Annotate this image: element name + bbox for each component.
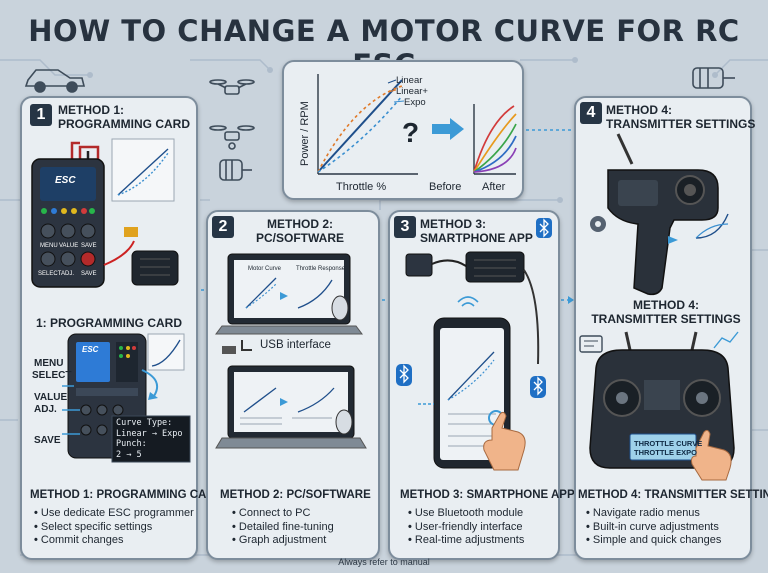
usb-interface-label: USB interface (260, 339, 331, 351)
svg-text:MENU: MENU (40, 243, 58, 249)
after-curves (473, 105, 517, 173)
gear-icon (590, 216, 606, 232)
curve-type-text: Curve Type: Linear → Expo Punch: 2 → 5 (116, 418, 183, 460)
linear-plus-curve (317, 85, 403, 173)
method3-heading: METHOD 3:SMARTPHONE APP (420, 217, 533, 245)
curve-type-screen (111, 415, 191, 463)
method1-heading: METHOD 1:PROGRAMMING CARD (58, 103, 190, 131)
pointing-hand-icon (483, 411, 526, 471)
legend-linear: Linear (396, 75, 422, 86)
adj-button (60, 251, 76, 267)
svg-text:SELECT: SELECT (38, 271, 62, 277)
bluetooth-module (405, 253, 433, 277)
card-mini-chart (111, 138, 175, 202)
method1-card-illustration: ESC MENU VALUE SAVE SELECT ADJ. SAVE (31, 138, 179, 288)
bluetooth-icon-right (530, 376, 546, 398)
method2-laptop-illustration: Motor Curve Throttle Response (215, 253, 367, 449)
method4-caption: METHOD 4: TRANSMITTER SETTINGS (578, 489, 768, 501)
chart-ylabel: Power / RPM (299, 101, 311, 166)
card-label: ESC (55, 175, 76, 186)
save-button-red (80, 251, 96, 267)
after-label: After (482, 181, 506, 193)
esc-module (131, 250, 179, 286)
method1-card-closeup: ESC (62, 333, 191, 463)
save-button (80, 223, 96, 239)
screen-title-throttle-response: Throttle Response (296, 266, 346, 272)
mouse-icon-2 (335, 409, 353, 435)
svg-text:SAVE: SAVE (81, 271, 97, 277)
before-label: Before (429, 181, 461, 193)
svg-text:ESC: ESC (82, 345, 99, 354)
footer-note: Always refer to manual (338, 557, 430, 567)
method4-pistol-transmitter (590, 133, 729, 296)
method2-caption: METHOD 2: PC/SOFTWARE (220, 489, 371, 501)
bluetooth-icon-top (536, 218, 552, 238)
method1-subtitle: 1: PROGRAMMING CARD (36, 316, 182, 330)
bluetooth-icon-left (396, 364, 412, 386)
screen-title-motor-curve: Motor Curve (248, 266, 282, 272)
motor-curve-chart-panel: Power / RPM Throttle % Linear Linear+ Ex… (282, 60, 524, 200)
drone-icon (209, 79, 255, 150)
pointing-hand-icon-2 (691, 429, 732, 481)
select-button (40, 251, 56, 267)
method1-bullets: Use dedicate ESC programmerSelect specif… (34, 507, 194, 548)
svg-text:SAVE: SAVE (81, 243, 97, 249)
method1-number: 1 (30, 104, 52, 126)
throttle-screen-text: THROTTLE CURVE THROTTLE EXPO (634, 439, 703, 457)
manual-icon (579, 335, 603, 353)
rc-car-icon (24, 69, 86, 93)
usb-connector-icon (222, 346, 236, 354)
method3-number: 3 (394, 216, 416, 238)
chart-xlabel: Throttle % (336, 181, 386, 193)
method3-caption: METHOD 3: SMARTPHONE APP (400, 489, 575, 501)
transmitter-mini-chart (668, 213, 729, 244)
arrow-right-icon (432, 118, 464, 140)
svg-text:VALUE: VALUE (59, 243, 78, 249)
method3-phone-illustration (396, 218, 552, 471)
expo-curve (317, 95, 403, 173)
closeup-mini-chart (147, 333, 185, 371)
motor-curve-chart: Power / RPM Throttle % Linear Linear+ Ex… (299, 74, 517, 193)
card-leds (41, 208, 95, 214)
legend-linear-plus: Linear+ (396, 86, 428, 97)
value-button (60, 223, 76, 239)
method2-heading: METHOD 2:PC/SOFTWARE (256, 217, 345, 245)
method4-bullets: Navigate radio menusBuilt-in curve adjus… (586, 507, 721, 548)
mouse-icon (331, 295, 349, 321)
motor-icon-small (219, 159, 252, 181)
usb-plug (124, 227, 138, 237)
legend-expo: Expo (404, 97, 426, 108)
method4-stick-transmitter (579, 331, 739, 481)
esc-module-3 (465, 251, 525, 283)
method2-bullets: Connect to PCDetailed fine-tuningGraph a… (232, 507, 334, 548)
linear-curve (317, 79, 403, 173)
question-mark: ? (402, 117, 419, 148)
method4-number: 4 (580, 102, 602, 124)
method2-number: 2 (212, 216, 234, 238)
svg-text:ADJ.: ADJ. (61, 271, 74, 277)
method4-mid-heading: METHOD 4:TRANSMITTER SETTINGS (591, 298, 741, 326)
motor-icon (692, 67, 735, 89)
method1-caption: METHOD 1: PROGRAMMING CARD (30, 489, 223, 501)
card-display (40, 167, 96, 201)
menu-button (40, 223, 56, 239)
method3-bullets: Use Bluetooth moduleUser-friendly interf… (408, 507, 524, 548)
method4-heading: METHOD 4:TRANSMITTER SETTINGS (606, 103, 756, 131)
